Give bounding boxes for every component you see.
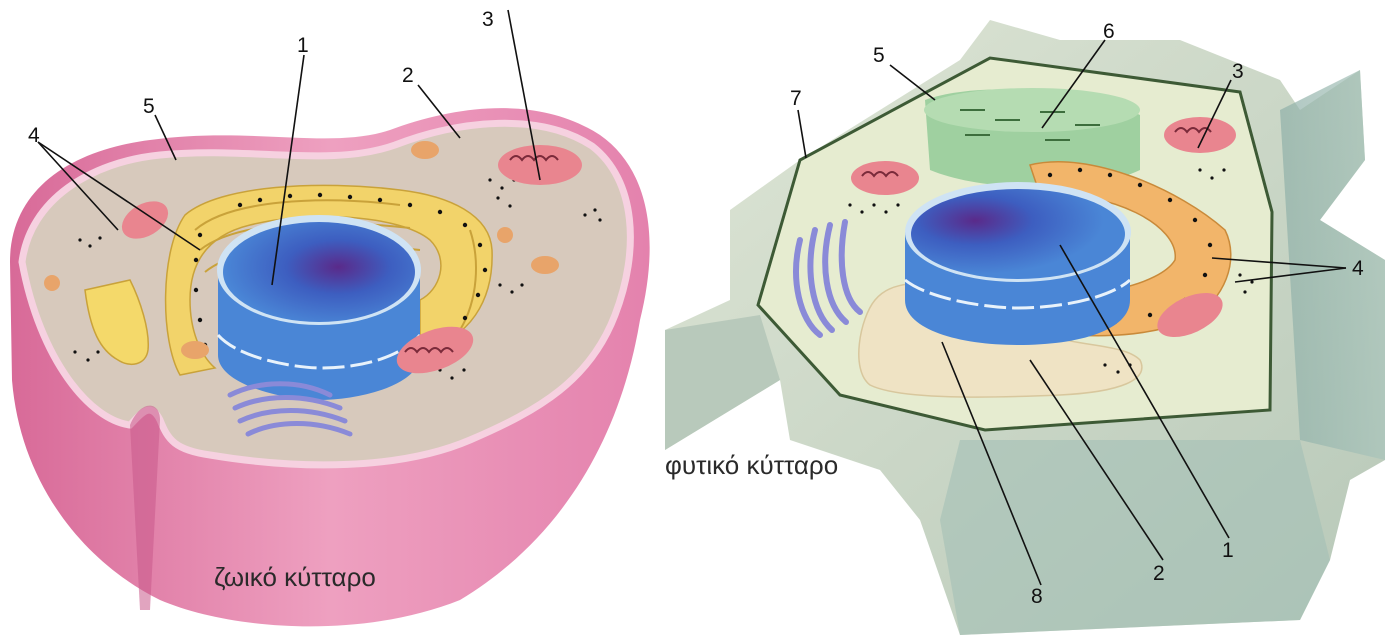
- plant-cell: 1 2 3 4 5 6 7 8 φυτικό κύτταρο: [665, 20, 1385, 635]
- plant-label-3: 3: [1232, 60, 1244, 83]
- animal-label-4: 4: [28, 124, 40, 147]
- animal-cell-caption: ζωικό κύτταρο: [214, 562, 376, 592]
- plant-label-1: 1: [1222, 539, 1234, 562]
- plant-wall-side-left: [665, 315, 780, 450]
- animal-label-5: 5: [143, 95, 155, 118]
- plant-nucleus: [905, 182, 1131, 345]
- plant-mitochondrion-2: [851, 161, 919, 195]
- plant-mitochondrion-1: [1164, 117, 1236, 153]
- plant-label-8: 8: [1031, 585, 1043, 608]
- plant-label-5: 5: [873, 44, 885, 67]
- animal-label-3: 3: [482, 8, 494, 31]
- plant-label-4: 4: [1352, 257, 1364, 280]
- animal-label-1: 1: [297, 34, 309, 57]
- animal-cell: 1 2 3 4 5 ζωικό κύτταρο: [10, 8, 650, 626]
- plant-label-7: 7: [790, 87, 802, 110]
- plant-label-6: 6: [1103, 20, 1115, 43]
- plant-wall-side-bottom: [940, 440, 1330, 635]
- plant-label-2: 2: [1153, 562, 1165, 585]
- plant-cell-caption: φυτικό κύτταρο: [665, 450, 838, 480]
- animal-nucleus: [217, 215, 421, 400]
- animal-label-2: 2: [402, 64, 414, 87]
